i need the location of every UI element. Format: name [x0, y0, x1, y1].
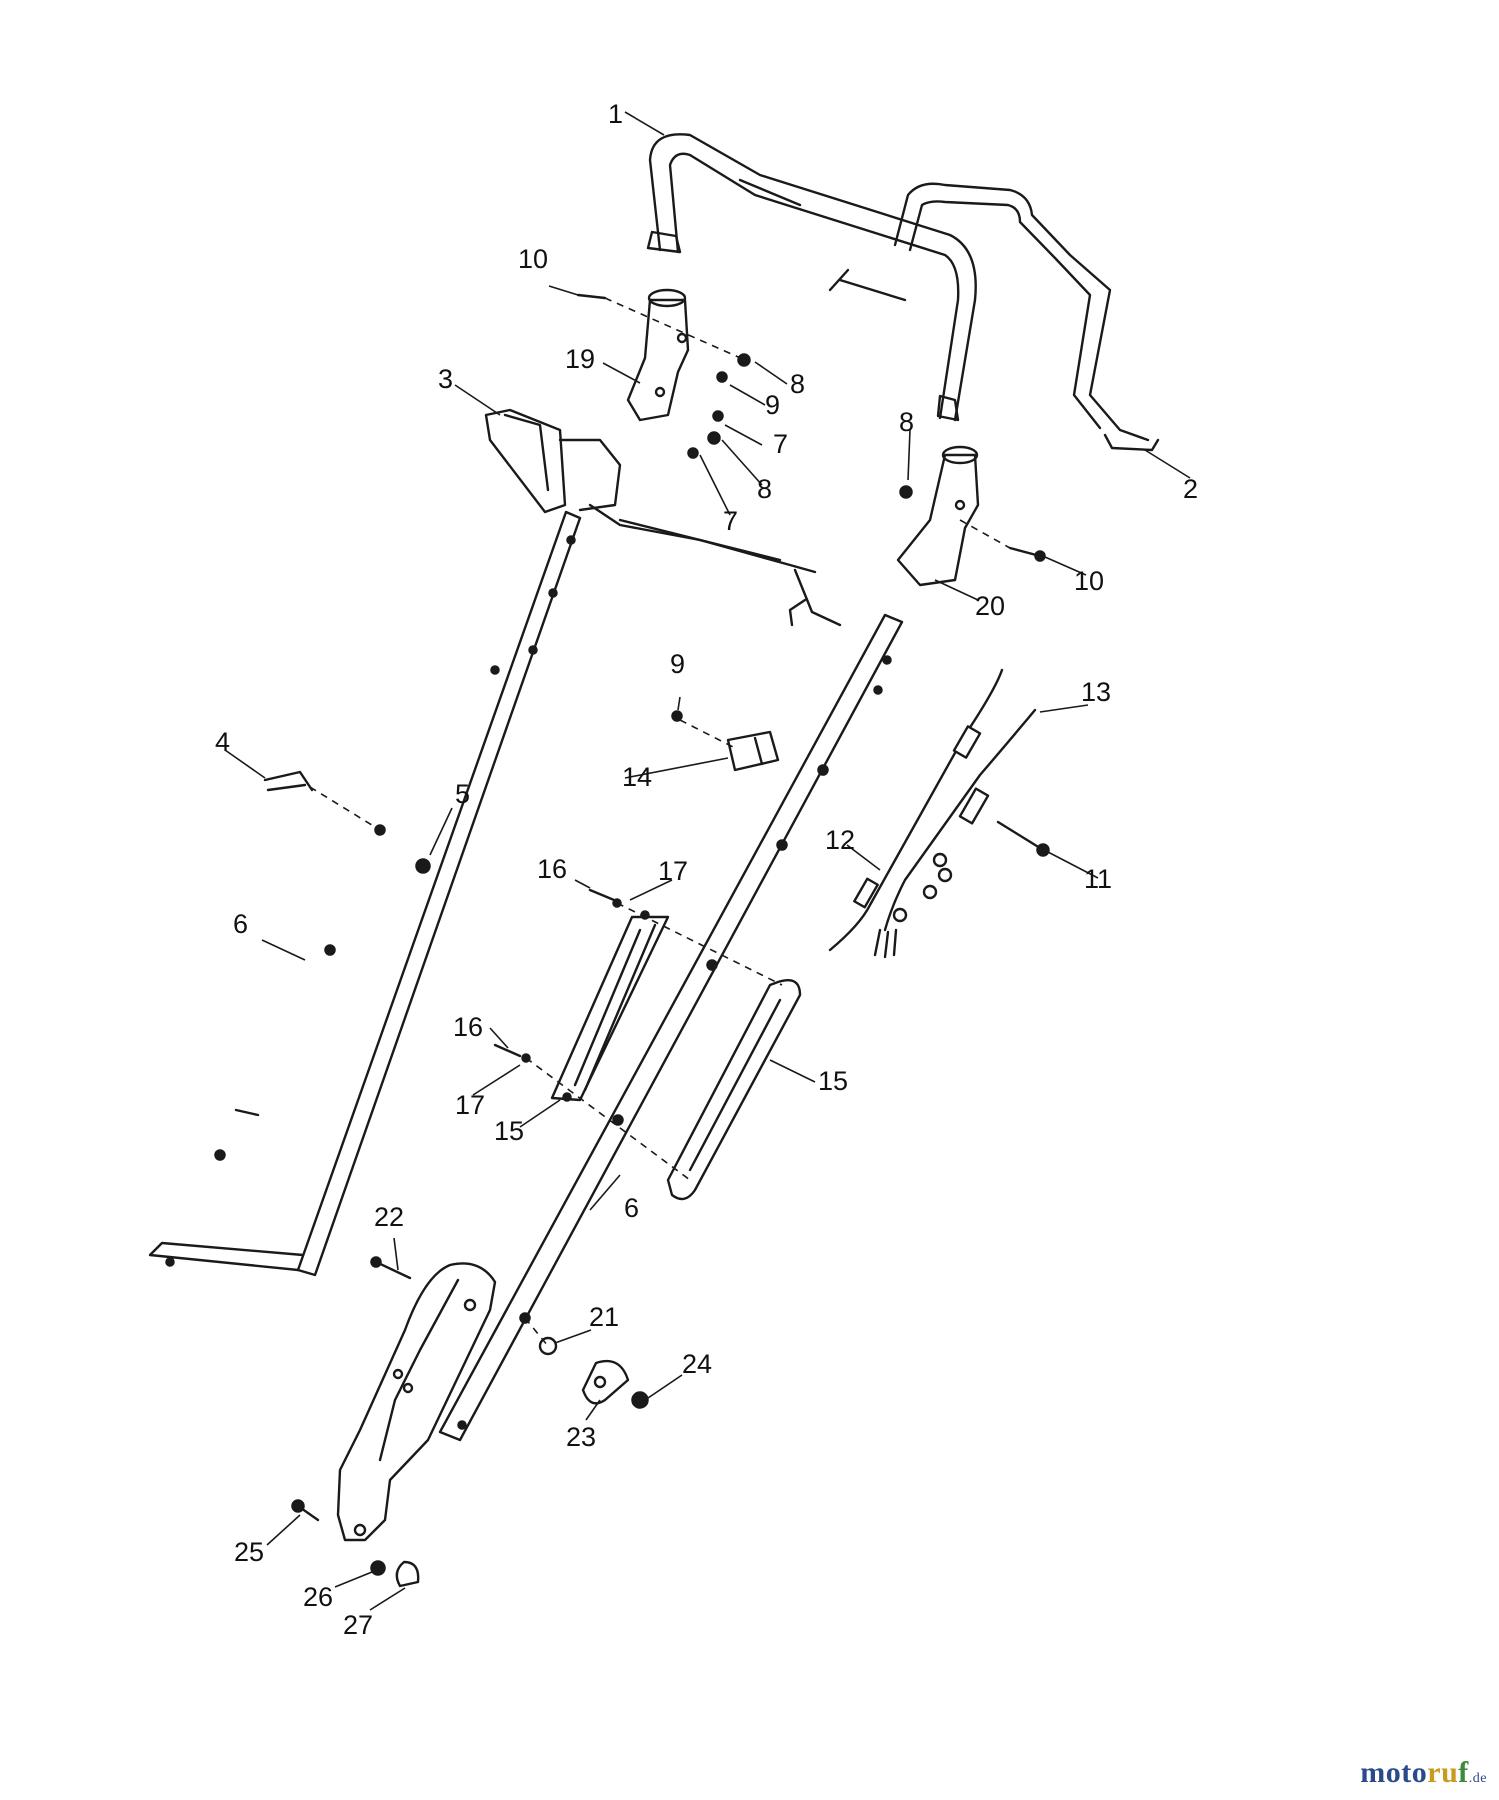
clip-pin — [263, 770, 314, 792]
nut-5 — [415, 858, 431, 874]
watermark-suffix: .de — [1468, 1771, 1487, 1786]
cap-27 — [395, 1560, 420, 1588]
callout-24: 24 — [682, 1349, 712, 1379]
callout-4: 4 — [215, 727, 230, 757]
callout-7-lower: 7 — [723, 506, 738, 536]
site-watermark: motoruf.de — [1360, 1756, 1487, 1790]
callout-12: 12 — [825, 825, 855, 855]
callout-8-middle: 8 — [757, 474, 772, 504]
wheel-cap-23 — [581, 1359, 630, 1405]
leader-lines — [224, 111, 1191, 1611]
assembly-dashed-lines — [309, 297, 1011, 1347]
watermark-part-b: ru — [1427, 1756, 1459, 1789]
callout-14: 14 — [622, 762, 652, 792]
callout-13: 13 — [1081, 677, 1111, 707]
callout-17-lower: 17 — [455, 1090, 485, 1120]
callout-11: 11 — [1084, 864, 1112, 894]
nut-24 — [631, 1391, 649, 1409]
right-lower-tube — [438, 613, 904, 1442]
right-handle-bracket — [896, 445, 980, 587]
callout-10-right: 10 — [1074, 566, 1104, 596]
callout-10-left: 10 — [518, 244, 548, 274]
bail-lever — [893, 182, 1160, 452]
callout-22: 22 — [374, 1202, 404, 1232]
callout-19: 19 — [565, 344, 595, 374]
callout-3: 3 — [438, 364, 453, 394]
cable-lever-assembly — [484, 408, 842, 627]
callout-6-left: 6 — [233, 909, 248, 939]
bolt-22 — [370, 1256, 412, 1280]
callout-15-left: 15 — [494, 1116, 524, 1146]
callout-26: 26 — [303, 1582, 333, 1612]
upper-handle-bar — [646, 133, 977, 422]
handle-grip-left — [550, 910, 670, 1102]
callout-17-upper: 17 — [658, 856, 688, 886]
watermark-part-a: moto — [1360, 1756, 1428, 1789]
wheel-bracket — [336, 1262, 497, 1542]
callout-9-middle: 9 — [670, 649, 685, 679]
bolt-25 — [291, 1499, 320, 1522]
control-cables — [828, 668, 1037, 959]
fasteners — [493, 293, 1046, 1063]
cable-clip — [726, 730, 780, 772]
left-lower-tube — [148, 510, 582, 1277]
left-handle-bracket — [626, 288, 690, 422]
callout-9-upper: 9 — [765, 390, 780, 420]
callout-16-upper: 16 — [537, 854, 567, 884]
callout-labels: 1 2 3 4 5 6 6 7 7 8 8 8 9 9 10 10 11 12 … — [215, 99, 1198, 1640]
callout-2: 2 — [1183, 474, 1198, 504]
callout-1: 1 — [608, 99, 623, 129]
callout-6-right: 6 — [624, 1193, 639, 1223]
callout-27: 27 — [343, 1610, 373, 1640]
callout-7-upper: 7 — [773, 429, 788, 459]
callout-8-upper: 8 — [790, 369, 805, 399]
callout-25: 25 — [234, 1537, 264, 1567]
bolt-11 — [996, 820, 1050, 857]
callout-20: 20 — [975, 591, 1005, 621]
nut-26 — [370, 1560, 386, 1576]
callout-15-right: 15 — [818, 1066, 848, 1096]
callout-5: 5 — [455, 779, 470, 809]
watermark-part-c: f — [1458, 1756, 1469, 1789]
callout-21: 21 — [589, 1302, 619, 1332]
callout-8-right: 8 — [899, 407, 914, 437]
callout-16-lower: 16 — [453, 1012, 483, 1042]
callout-23: 23 — [566, 1422, 596, 1452]
handle-grip-right — [666, 978, 802, 1201]
